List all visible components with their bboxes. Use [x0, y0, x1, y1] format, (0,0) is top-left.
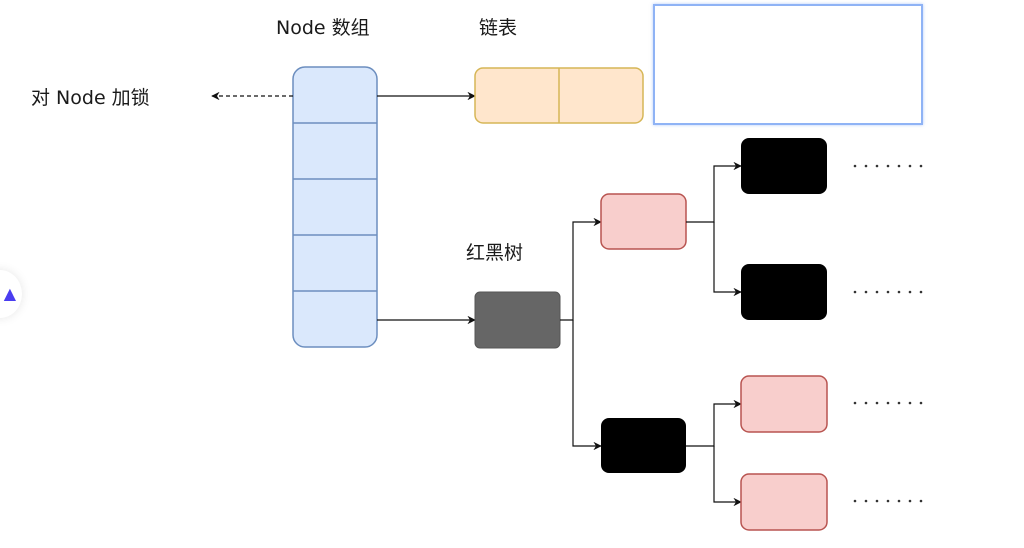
linked-list-node[interactable] — [474, 67, 644, 124]
ellipsis-dots — [853, 164, 923, 168]
lock-node-label: 对 Node 加锁 — [31, 87, 150, 109]
tree-node-black[interactable] — [741, 138, 827, 194]
ellipsis-dots — [853, 499, 923, 503]
rb-tree-label: 红黑树 — [466, 242, 524, 264]
tree-node-red[interactable] — [740, 473, 828, 531]
edge-n2-n5 — [686, 399, 742, 447]
ellipsis-group — [853, 164, 923, 503]
edge-n1-n4 — [713, 222, 742, 297]
edge-n1-n3 — [686, 161, 742, 223]
tree-node-red[interactable] — [600, 193, 687, 250]
edge-root-n2 — [572, 320, 602, 451]
edge-n2-n6 — [713, 446, 742, 507]
node-array-label: Node 数组 — [276, 17, 370, 39]
ellipsis-dots — [853, 401, 923, 405]
selection-box[interactable] — [653, 4, 923, 125]
tree-node-black[interactable] — [601, 418, 686, 473]
tree-node-red[interactable] — [740, 375, 828, 433]
tree-node-black[interactable] — [741, 264, 827, 320]
edge-root-n1 — [560, 217, 602, 321]
triangle-logo-icon: ▲ — [3, 284, 16, 303]
node-array[interactable] — [292, 66, 378, 348]
linked-list-label: 链表 — [479, 17, 518, 39]
ellipsis-dots — [853, 290, 923, 294]
floating-assistant-button[interactable]: ▲ — [0, 270, 22, 318]
tree-root-node[interactable] — [474, 291, 561, 349]
